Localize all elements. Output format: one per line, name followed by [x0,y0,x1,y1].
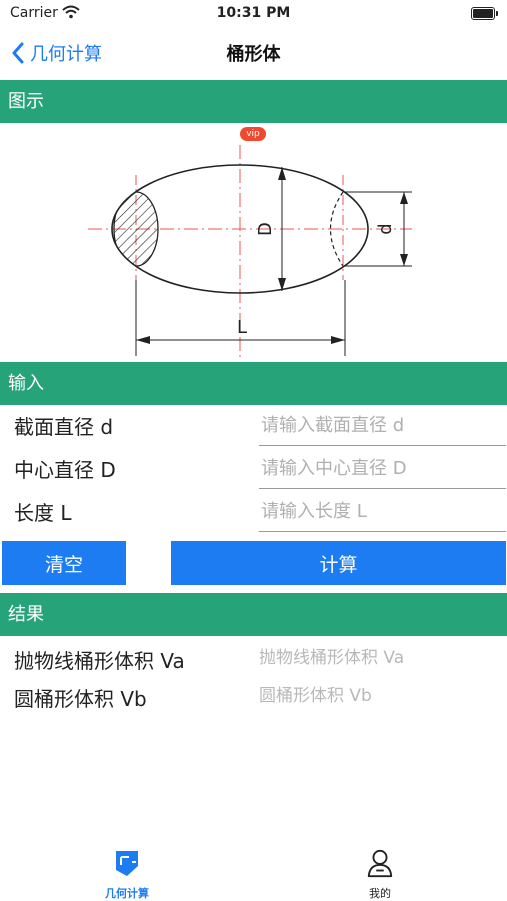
back-label: 几何计算 [30,44,102,65]
chevron-left-icon [12,42,24,64]
dimension-L-label: L [237,317,247,338]
input-label-length: 长度 L [14,501,72,525]
tab-profile-label: 我的 [369,887,391,900]
back-button[interactable]: 几何计算 [12,38,102,68]
result-label-parabolic-volume: 抛物线桶形体积 Va [14,649,185,673]
input-label-section-diameter: 截面直径 d [14,415,114,439]
result-value-cylinder-volume: 圆桶形体积 Vb [259,686,372,706]
barrel-diagram: D d L [88,145,412,358]
dimension-d-label: d [375,223,396,234]
tab-geometry-label: 几何计算 [105,887,149,900]
tab-bar: 几何计算 我的 [0,835,507,900]
input-label-center-diameter: 中心直径 D [14,458,116,482]
tab-geometry[interactable]: 几何计算 [67,843,187,900]
tab-profile[interactable]: 我的 [320,843,440,900]
length-input[interactable] [259,492,506,532]
dimension-D-label: D [255,222,276,236]
person-icon [367,849,393,878]
geometry-icon [116,851,138,876]
section-header-result: 结果 [0,593,507,636]
barrel-outline [111,164,369,294]
wifi-icon [62,5,80,19]
battery-icon [471,7,498,20]
section-header-diagram: 图示 [0,80,507,123]
vip-badge[interactable]: vip [240,127,266,141]
section-hatch [113,191,159,267]
navigation-bar: 几何计算 桶形体 [0,28,507,78]
page-title: 桶形体 [226,44,281,65]
result-label-cylinder-volume: 圆桶形体积 Vb [14,687,147,711]
center-diameter-input[interactable] [259,449,506,489]
result-value-parabolic-volume: 抛物线桶形体积 Va [259,648,405,668]
section-header-input: 输入 [0,362,507,405]
status-time: 10:31 PM [216,5,291,21]
section-diameter-input[interactable] [259,406,506,446]
calculate-button[interactable]: 计算 [171,541,506,585]
status-bar: Carrier 10:31 PM [0,0,507,28]
clear-button[interactable]: 清空 [2,541,126,585]
carrier-label: Carrier [10,5,58,21]
